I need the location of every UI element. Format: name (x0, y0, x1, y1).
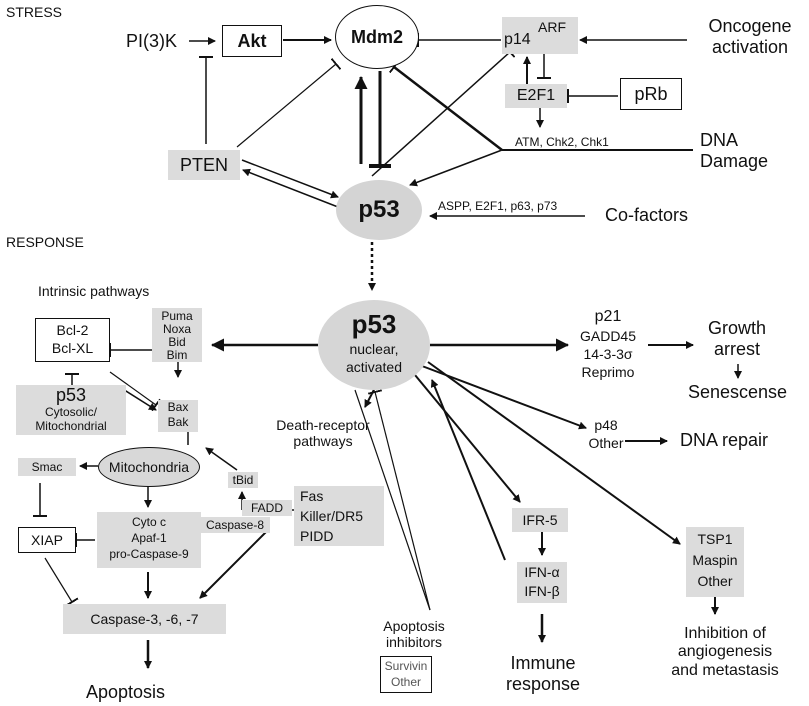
killer-dr5-label: Killer/DR5 (300, 508, 364, 524)
survivin-label: Survivin (384, 659, 428, 673)
mitochondria-node: Mitochondria (98, 447, 200, 487)
bh3-puma: Puma (161, 309, 193, 323)
dna-repair-label: DNA repair (680, 430, 769, 450)
apop-inhib-line-2: inhibitors (385, 634, 443, 651)
caspase-box: Caspase-3, -6, -7 (63, 604, 226, 634)
immune-line-2: response (505, 673, 581, 694)
angio-line-1: Inhibition of (684, 625, 766, 642)
fadd-box: FADD (242, 500, 292, 516)
kinases-label: ATM, Chk2, Chk1 (515, 135, 609, 149)
p48-label: p48 Other (584, 416, 628, 452)
oncogene-line-1: Oncogene (708, 16, 792, 36)
senescence-label: Senescense (688, 382, 788, 402)
bh3-bid: Bid (168, 335, 186, 349)
p53-cyto-title: p53 (55, 385, 87, 405)
growth-arrest-label: Growth arrest (692, 318, 782, 359)
14-3-3-label: 14-3-3σ (583, 346, 633, 362)
baxbak-box: Bax Bak (158, 400, 198, 432)
ifn-alpha-label: IFN-α (524, 564, 560, 580)
xiap-box: XIAP (18, 527, 76, 553)
p53-nuclear-line-2: activated (345, 359, 403, 375)
tsp1-label: TSP1 (697, 531, 733, 547)
prb-box: pRb (620, 78, 682, 110)
fas-label: Fas (300, 488, 324, 504)
p53-cyto-line-1: Cytosolic/ (44, 405, 97, 419)
dna-damage-label: DNA Damage (700, 130, 768, 171)
survivin-other-label: Other (390, 675, 421, 689)
p48-line-1: p48 (594, 417, 618, 433)
apaf1-label: Apaf-1 (131, 531, 167, 545)
bcl2-box: Bcl-2 Bcl-XL (35, 318, 110, 362)
arf-label: ARF (538, 19, 566, 35)
stress-heading: STRESS (6, 4, 63, 20)
bh3-bim: Bim (166, 348, 188, 362)
immune-response-label: Immune response (498, 653, 588, 694)
p14-label: p14 (504, 31, 531, 48)
oncogene-line-2: activation (711, 36, 789, 57)
p21-label: p21 (594, 308, 622, 325)
apoptosis-label: Apoptosis (86, 682, 166, 702)
death-receptor-line-1: Death-receptor (276, 417, 370, 433)
angiogenesis-label: Inhibition of angiogenesis and metastasi… (650, 625, 800, 680)
tsp-box: TSP1 Maspin Other (686, 527, 744, 597)
intrinsic-label: Intrinsic pathways (38, 283, 150, 299)
procasp9-label: pro-Caspase-9 (109, 547, 189, 561)
p53-nuclear-node: p53 nuclear, activated (318, 300, 430, 390)
pten-box: PTEN (168, 150, 240, 180)
reprimo-label: Reprimo (581, 364, 635, 380)
apop-inhib-line-1: Apoptosis (383, 618, 445, 634)
p21-list: GADD45 14-3-3σ Reprimo (568, 327, 648, 381)
pidd-label: PIDD (300, 528, 334, 544)
dna-damage-line-2: Damage (700, 150, 769, 171)
caspase8-box: Caspase-8 (200, 517, 270, 533)
dr-list-box: Fas Killer/DR5 PIDD (294, 486, 384, 546)
p53-nuclear-line-1: nuclear, (349, 341, 399, 357)
p53-cyto-line-2: Mitochondrial (35, 419, 107, 433)
oncogene-label: Oncogene activation (694, 16, 806, 57)
bcl2-line-1: Bcl-2 (56, 322, 89, 338)
cyto-box: Cyto c Apaf-1 pro-Caspase-9 (97, 512, 201, 568)
cytoc-label: Cyto c (131, 515, 166, 529)
tsp-other-label: Other (697, 573, 733, 589)
pi3k-label: PI(3)K (126, 31, 178, 51)
p48-line-2: Other (588, 435, 624, 451)
akt-box: Akt (222, 25, 282, 57)
immune-line-1: Immune (510, 653, 576, 673)
p14arf-box: p14 ARF (502, 17, 578, 54)
cofactor-list: ASPP, E2F1, p63, p73 (438, 199, 558, 213)
response-heading: RESPONSE (6, 234, 84, 250)
growth-line-2: arrest (713, 338, 760, 359)
cofactors-label: Co-factors (605, 205, 689, 225)
smac-box: Smac (18, 458, 76, 476)
ifn-beta-label: IFN-β (524, 583, 560, 599)
bax-label: Bax (167, 400, 189, 414)
dna-damage-line-1: DNA (700, 130, 739, 150)
gadd45-label: GADD45 (579, 328, 637, 344)
ifn-box: IFN-α IFN-β (517, 562, 567, 603)
e2f1-box: E2F1 (505, 84, 567, 108)
mdm2-node: Mdm2 (335, 5, 419, 69)
p53-cyto-box: p53 Cytosolic/ Mitochondrial (16, 385, 126, 435)
apoptosis-inhibitors-label: Apoptosis inhibitors (370, 618, 458, 650)
death-receptor-line-2: pathways (293, 433, 353, 450)
bh3-noxa: Noxa (162, 322, 191, 336)
bcl2-line-2: Bcl-XL (51, 340, 94, 356)
p53-node: p53 (336, 180, 422, 240)
angio-line-2: angiogenesis (677, 643, 773, 661)
death-receptor-label: Death-receptor pathways (264, 417, 382, 449)
ifr5-box: IFR-5 (512, 508, 568, 532)
growth-line-1: Growth (707, 318, 767, 338)
p53-nuclear-title: p53 (351, 309, 397, 339)
angio-line-3: and metastasis (671, 661, 779, 679)
tbid-box: tBid (228, 472, 258, 488)
bak-label: Bak (167, 415, 189, 429)
bh3-box: Puma Noxa Bid Bim (152, 308, 202, 362)
maspin-label: Maspin (692, 552, 738, 568)
survivin-box: Survivin Other (380, 656, 432, 693)
